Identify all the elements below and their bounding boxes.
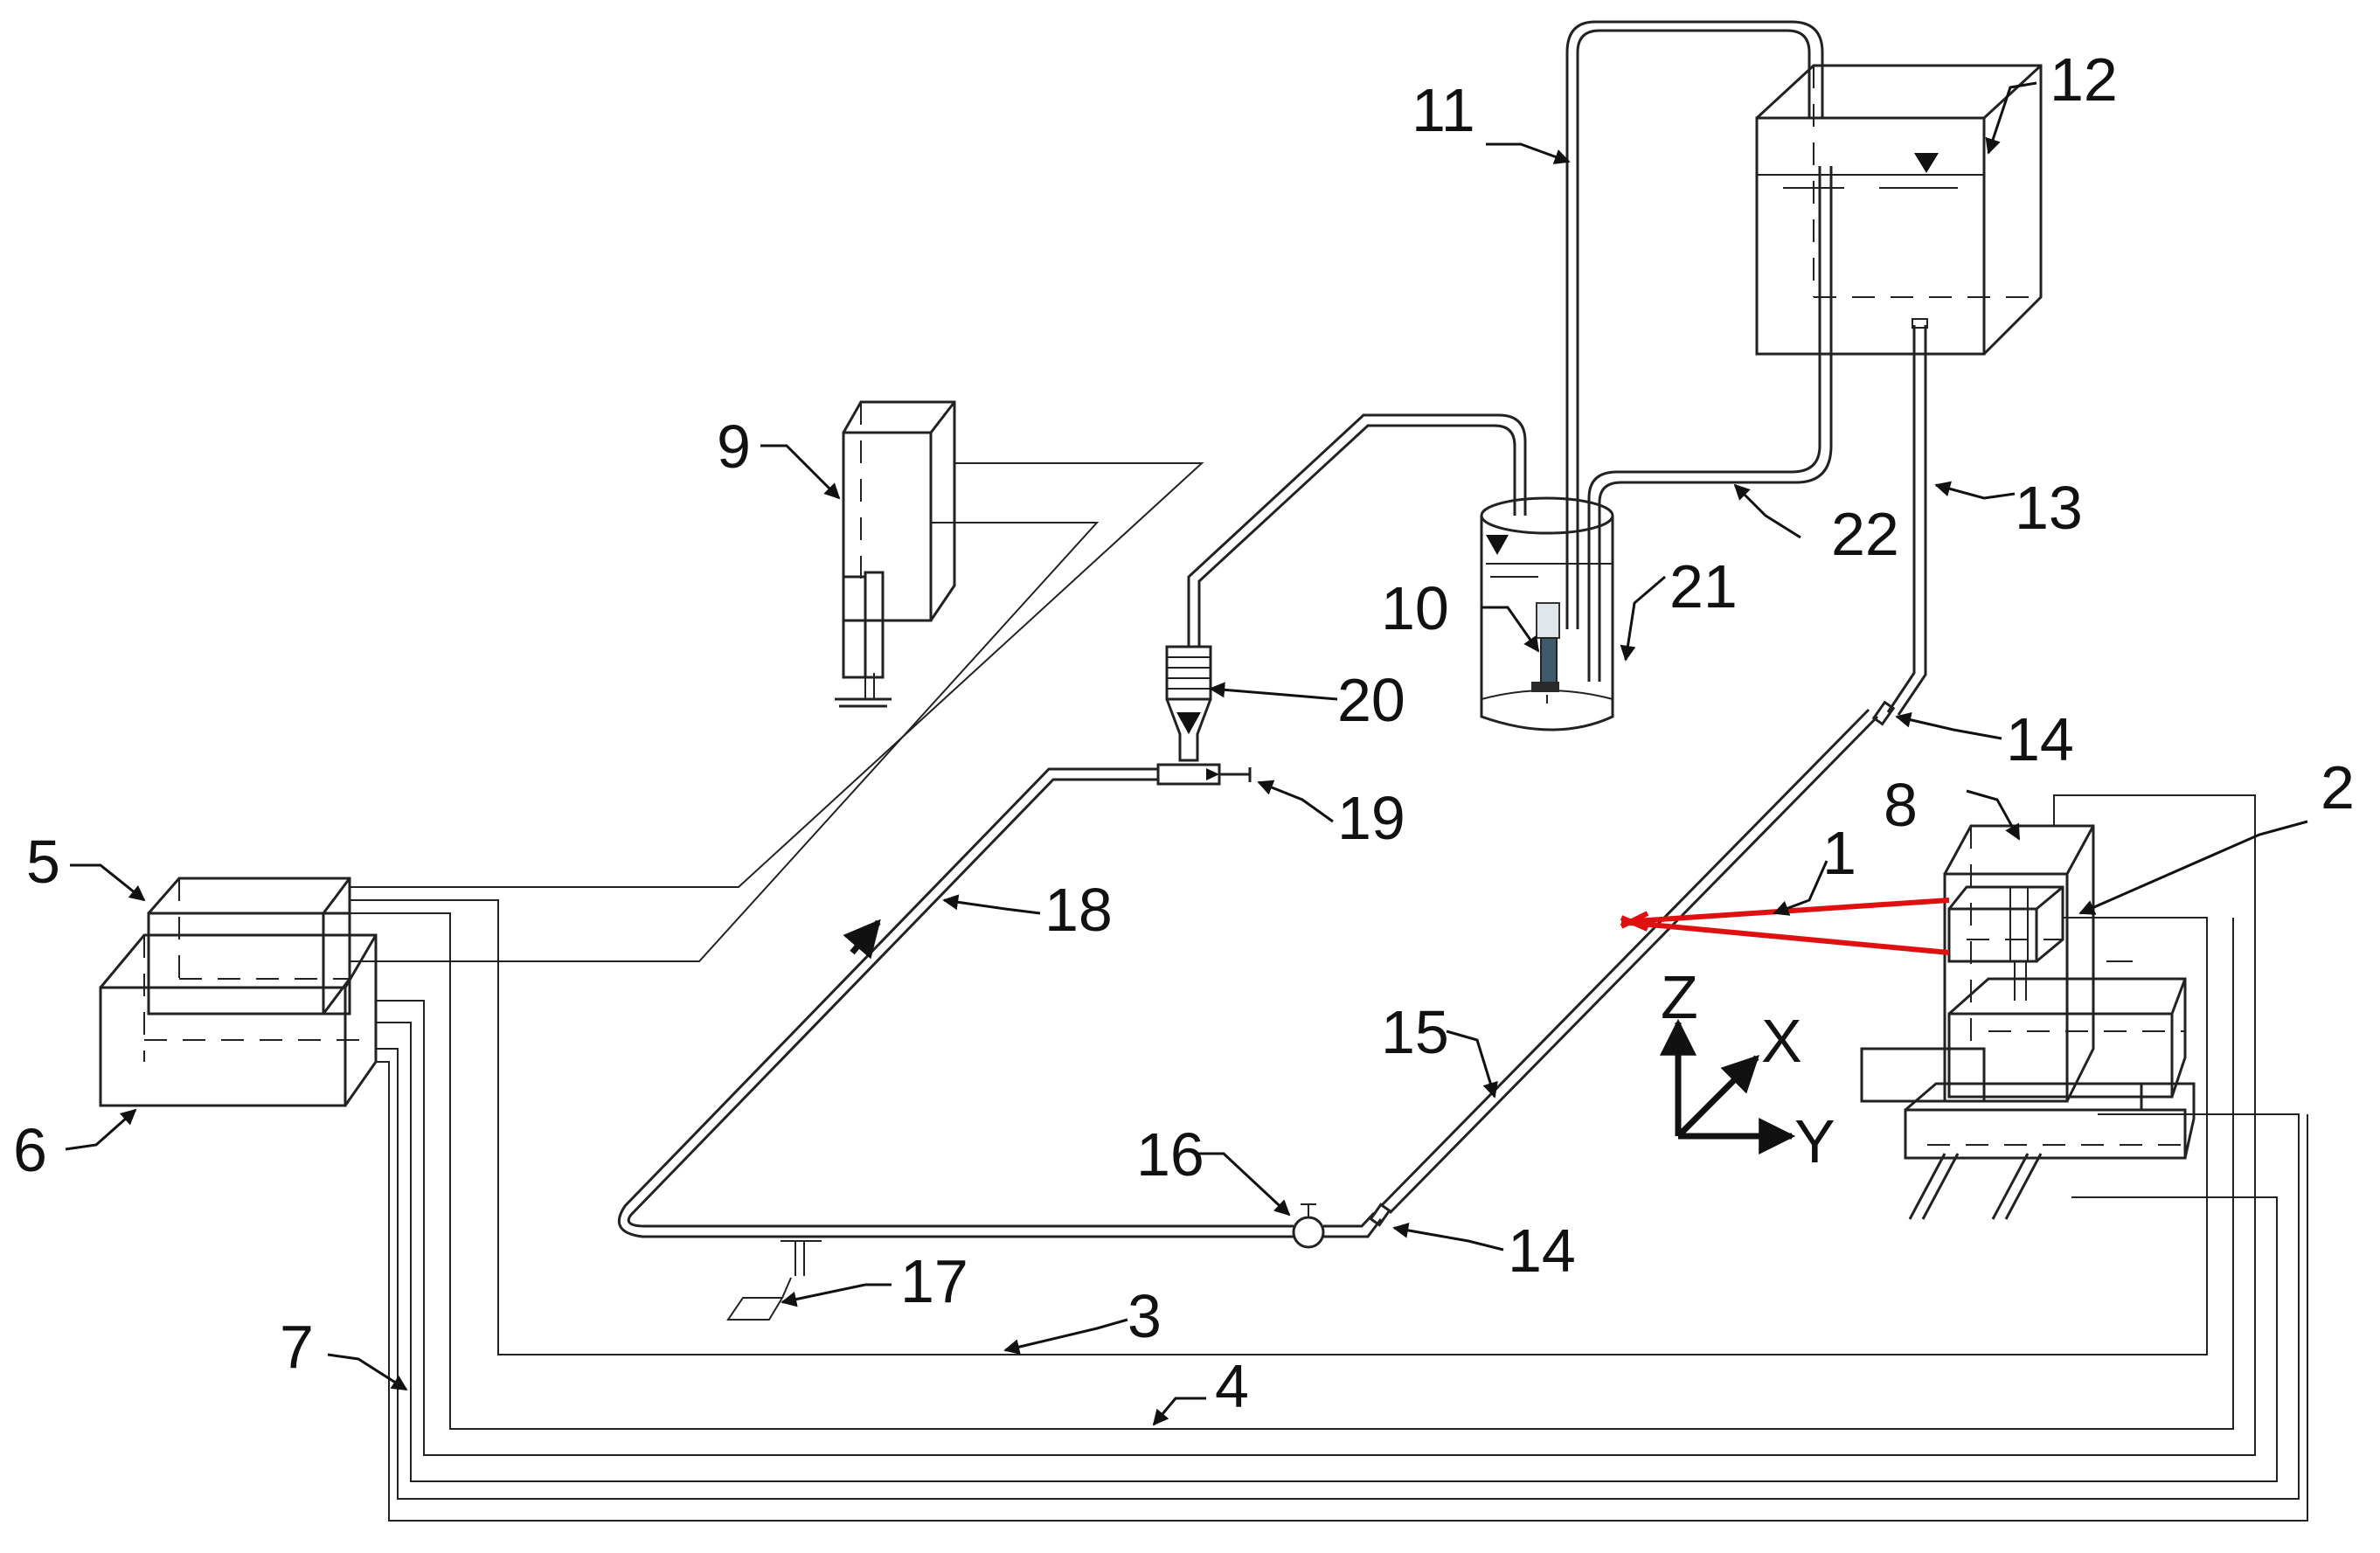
specimen-2 <box>1947 907 2038 963</box>
drain-17 <box>726 1240 822 1321</box>
flow-direction-arrow <box>843 919 881 960</box>
pipe-to-flowmeter <box>1187 413 1527 647</box>
label-16: 16 <box>1136 1120 1204 1189</box>
tank-12 <box>1755 64 2043 356</box>
label-2: 2 <box>2321 753 2355 822</box>
fitting-14-upper <box>1871 700 1896 726</box>
box-6 <box>99 933 378 1107</box>
water-level-icon <box>1486 535 1509 555</box>
cable-7 <box>376 794 2256 1456</box>
pump-10 <box>1531 602 1560 704</box>
label-7: 7 <box>280 1313 314 1381</box>
cable-from-9 <box>350 462 1204 888</box>
label-12: 12 <box>2050 45 2118 114</box>
label-6: 6 <box>13 1116 47 1184</box>
label-21: 21 <box>1669 552 1738 621</box>
axis-y-label: Y <box>1794 1107 1835 1175</box>
test-stand-8 <box>1860 824 2196 1220</box>
label-9: 9 <box>717 413 751 481</box>
fitting-19 <box>1156 763 1252 786</box>
axis-x-label: X <box>1761 1007 1802 1075</box>
label-15: 15 <box>1381 998 1449 1066</box>
valve-16 <box>1292 1203 1325 1249</box>
pipe-11 <box>1576 29 1811 629</box>
part-labels: 11 12 13 22 21 10 9 20 19 18 14 8 2 1 15… <box>13 45 2355 1420</box>
label-4: 4 <box>1215 1352 1249 1420</box>
pipe-15 <box>1388 715 1879 1215</box>
label-14-upper: 14 <box>2006 705 2074 773</box>
label-1: 1 <box>1822 819 1856 887</box>
label-19: 19 <box>1337 784 1405 852</box>
label-14-lower: 14 <box>1508 1217 1576 1285</box>
label-18: 18 <box>1044 876 1113 944</box>
cable-4 <box>350 912 2234 1430</box>
leader-lines <box>65 81 2308 1426</box>
flow-indicator-icon <box>1176 712 1201 734</box>
pipe-18 <box>617 767 1294 1238</box>
cable-3 <box>350 899 2208 1355</box>
label-5: 5 <box>26 828 60 896</box>
device-9 <box>835 400 956 708</box>
axis-z-label: Z <box>1661 963 1698 1031</box>
label-17: 17 <box>900 1247 968 1315</box>
label-10: 10 <box>1381 574 1449 642</box>
label-8: 8 <box>1884 771 1918 839</box>
label-13: 13 <box>2015 474 2083 542</box>
pipe-22 <box>1587 166 1821 682</box>
label-11: 11 <box>1412 76 1475 144</box>
label-3: 3 <box>1128 1282 1162 1350</box>
fitting-14-lower <box>1369 1203 1391 1227</box>
label-20: 20 <box>1337 666 1405 734</box>
label-22: 22 <box>1831 500 1899 568</box>
flowmeter-20 <box>1165 645 1212 762</box>
coordinate-axes: Z X Y <box>1660 963 1835 1175</box>
controller-5 <box>147 877 351 1016</box>
water-level-icon <box>1914 153 1939 173</box>
pipe-13 <box>1886 325 1916 713</box>
